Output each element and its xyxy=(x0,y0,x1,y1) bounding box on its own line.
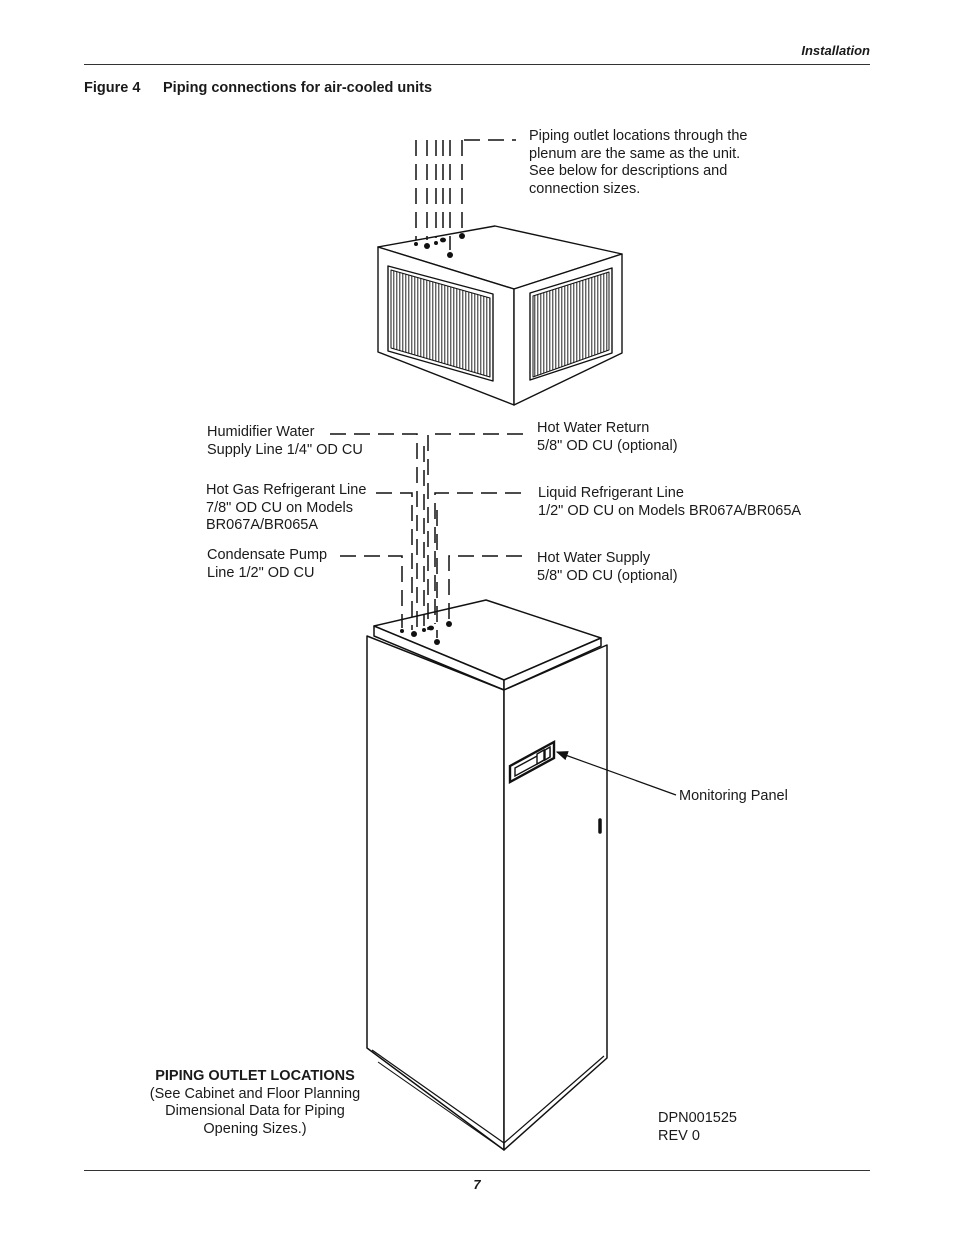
condensate-callout: Condensate Pump Line 1/2" OD CU xyxy=(207,547,328,581)
monitoring-panel-leader xyxy=(555,751,677,796)
cabinet-front-face xyxy=(366,635,505,1151)
outlet-note: PIPING OUTLET LOCATIONS (See Cabinet and… xyxy=(134,1068,376,1138)
plenum-pipe-lines xyxy=(415,139,516,250)
drawing-rev: REV 0 xyxy=(658,1127,700,1144)
cabinet-outlets xyxy=(400,621,452,645)
cabinet-unit xyxy=(366,599,608,1151)
footer-rule xyxy=(84,1170,870,1171)
plenum-unit xyxy=(377,225,623,406)
liquid-refrigerant-callout: Liquid Refrigerant Line 1/2" OD CU on Mo… xyxy=(538,485,802,519)
cabinet-right-face xyxy=(503,644,608,1151)
outlet-note-title: PIPING OUTLET LOCATIONS xyxy=(155,1068,355,1084)
header-rule xyxy=(84,64,870,65)
hot-water-supply-callout: Hot Water Supply 5/8" OD CU (optional) xyxy=(537,550,678,584)
plenum-callout: Piping outlet locations through the plen… xyxy=(529,128,748,197)
section-header: Installation xyxy=(801,43,870,58)
figure-number: Figure 4 xyxy=(84,80,141,96)
hot-water-return-callout: Hot Water Return 5/8" OD CU (optional) xyxy=(537,420,678,454)
page-number: 7 xyxy=(473,1177,481,1192)
drawing-reference: DPN001525 REV 0 xyxy=(658,1110,737,1145)
drawing-number: DPN001525 xyxy=(658,1110,737,1126)
monitoring-panel-shape xyxy=(508,739,556,785)
humidifier-callout: Humidifier Water Supply Line 1/4" OD CU xyxy=(207,424,363,458)
cabinet-pipe-lines xyxy=(330,433,523,638)
monitoring-panel-callout: Monitoring Panel xyxy=(679,788,788,804)
figure-caption: Figure 4 Piping connections for air-coole… xyxy=(84,80,432,96)
plenum-outlets xyxy=(414,233,465,258)
hot-gas-callout: Hot Gas Refrigerant Line 7/8" OD CU on M… xyxy=(206,482,367,533)
figure-title: Piping connections for air-cooled units xyxy=(163,80,433,96)
